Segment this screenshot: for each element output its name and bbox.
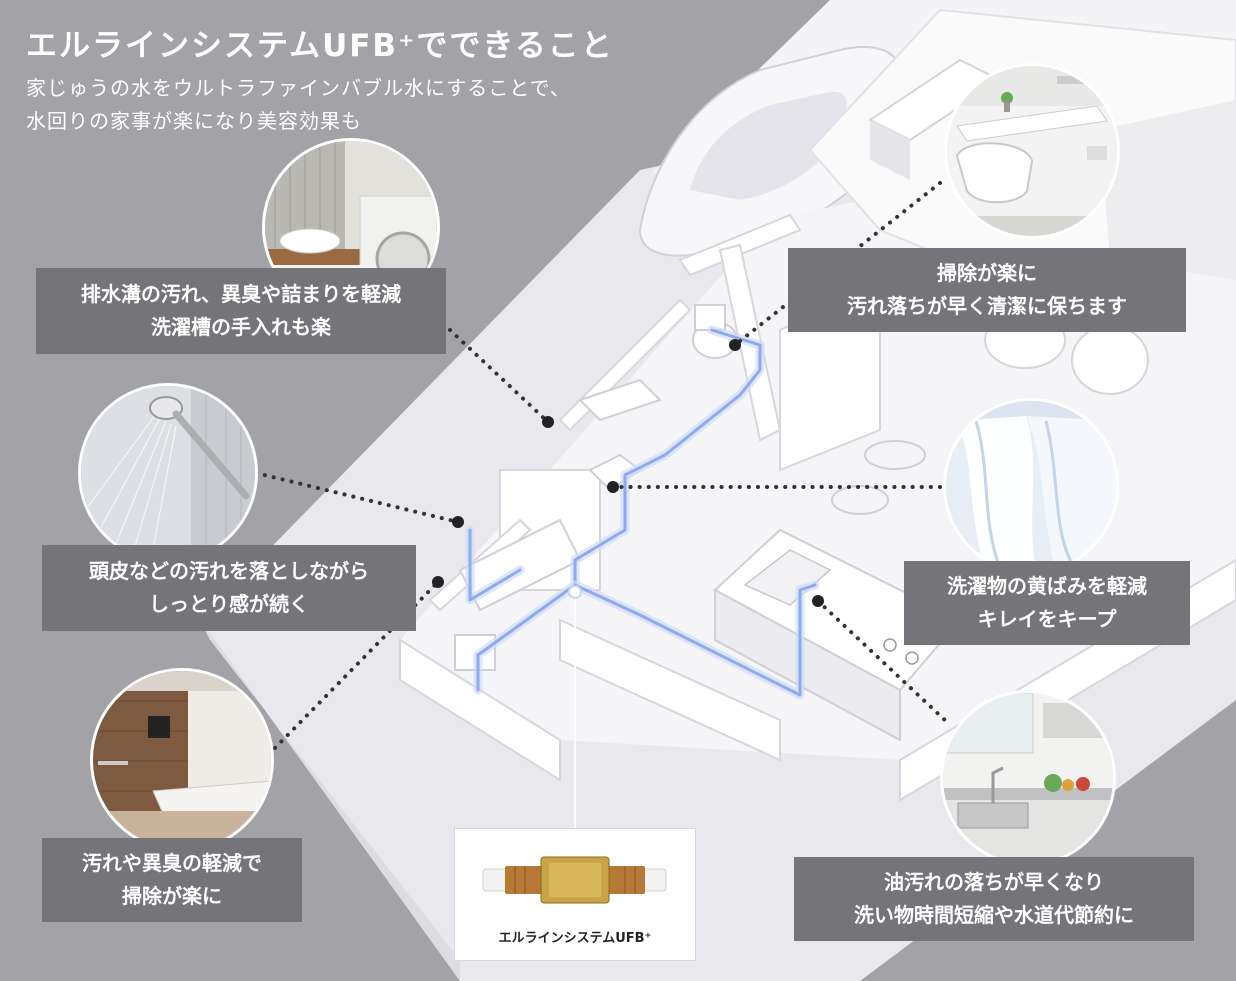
feature-caption-laundry: 洗濯物の黄ばみを軽減 キレイをキープ [904, 561, 1190, 645]
page-subtitle: 家じゅうの水をウルトラファインバブル水にすることで、 水回りの家事が楽になり美容… [26, 72, 571, 138]
ufb-device-image [482, 856, 667, 904]
product-label: エルラインシステムUFB⁺ [498, 931, 652, 946]
feature-caption-bathroom: 汚れや異臭の軽減で 掃除が楽に [42, 838, 302, 922]
feature-caption-washroom: 排水溝の汚れ、異臭や詰まりを軽減 洗濯槽の手入れも楽 [36, 268, 446, 354]
product-install-point [568, 585, 582, 599]
subtitle-line-1: 家じゅうの水をウルトラファインバブル水にすることで、 [26, 76, 571, 100]
feature-caption-toilet: 掃除が楽に 汚れ落ちが早く清潔に保ちます [788, 248, 1186, 332]
laundry-photo [943, 398, 1119, 574]
feature-caption-kitchen: 油汚れの落ちが早くなり 洗い物時間短縮や水道代節約に [794, 857, 1194, 941]
page-title: エルラインシステムUFB⁺でできること [26, 28, 614, 64]
bathroom-photo [90, 668, 274, 852]
leader-lines [254, 181, 950, 750]
water-pipes [465, 325, 820, 700]
kitchen-photo [940, 690, 1116, 866]
shower-photo [78, 383, 258, 563]
product-card: エルラインシステムUFB⁺ [454, 828, 696, 961]
feature-caption-shower: 頭皮などの汚れを落としながら しっとり感が続く [42, 545, 416, 631]
toilet-photo [944, 63, 1120, 239]
subtitle-line-2: 水回りの家事が楽になり美容効果も [26, 109, 362, 133]
